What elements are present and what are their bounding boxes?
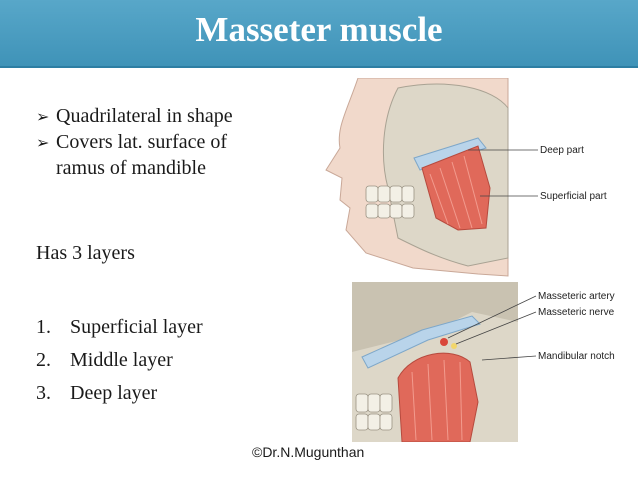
masseter-deep-illustration: Masseteric artery Masseteric nerve Mandi… (352, 282, 615, 442)
arrow-bullet-icon: ➢ (36, 109, 50, 126)
layer-item: 1. Superficial layer (36, 311, 203, 344)
label-mandibular-notch: Mandibular notch (538, 351, 615, 362)
credit-text: ©Dr.N.Mugunthan (252, 444, 365, 460)
zygomatic-arch (413, 137, 487, 171)
muscle-fibers (411, 359, 463, 441)
layer-number: 1. (36, 316, 51, 338)
masseteric-nerve-vessel (451, 343, 457, 349)
label-superficial-part: Superficial part (540, 191, 607, 202)
layer-list: 1. Superficial layer 2. Middle layer 3. Dee… (36, 311, 203, 410)
bullet-continuation: ramus of mandible (56, 157, 206, 179)
bullet-text: Covers lat. surface of (56, 131, 228, 153)
bullet-list: ➢ Quadrilateral in shape ➢ Covers lat. s… (36, 104, 233, 181)
title-bar: Masseter muscle (0, 0, 638, 68)
label-deep-part: Deep part (540, 145, 584, 156)
zygomatic-arch (361, 315, 481, 369)
teeth (365, 185, 415, 219)
muscle-fibers (429, 155, 483, 229)
label-masseteric-nerve: Masseteric nerve (538, 307, 615, 318)
layer-number: 2. (36, 349, 51, 371)
arrow-bullet-icon: ➢ (36, 135, 50, 152)
layer-number: 3. (36, 382, 51, 404)
layers-heading: Has 3 layers (36, 242, 135, 264)
layer-label: Deep layer (70, 382, 158, 404)
masseteric-artery-vessel (440, 338, 448, 346)
label-masseteric-artery: Masseteric artery (538, 291, 615, 302)
bone-shadow (352, 282, 518, 352)
slide-title: Masseter muscle (195, 10, 443, 49)
bullet-item: ➢ Quadrilateral in shape (36, 104, 233, 130)
layer-item: 2. Middle layer (36, 344, 203, 377)
bullet-text: Quadrilateral in shape (56, 105, 233, 127)
layer-item: 3. Deep layer (36, 377, 203, 410)
masseter-lateral-illustration: Deep part Superficial part (325, 78, 607, 277)
teeth (355, 393, 393, 431)
layer-label: Middle layer (70, 349, 173, 371)
layer-label: Superficial layer (70, 316, 203, 338)
bullet-item: ➢ Covers lat. surface of (36, 130, 233, 156)
masseter-muscle (397, 352, 479, 442)
masseter-muscle (421, 145, 491, 231)
